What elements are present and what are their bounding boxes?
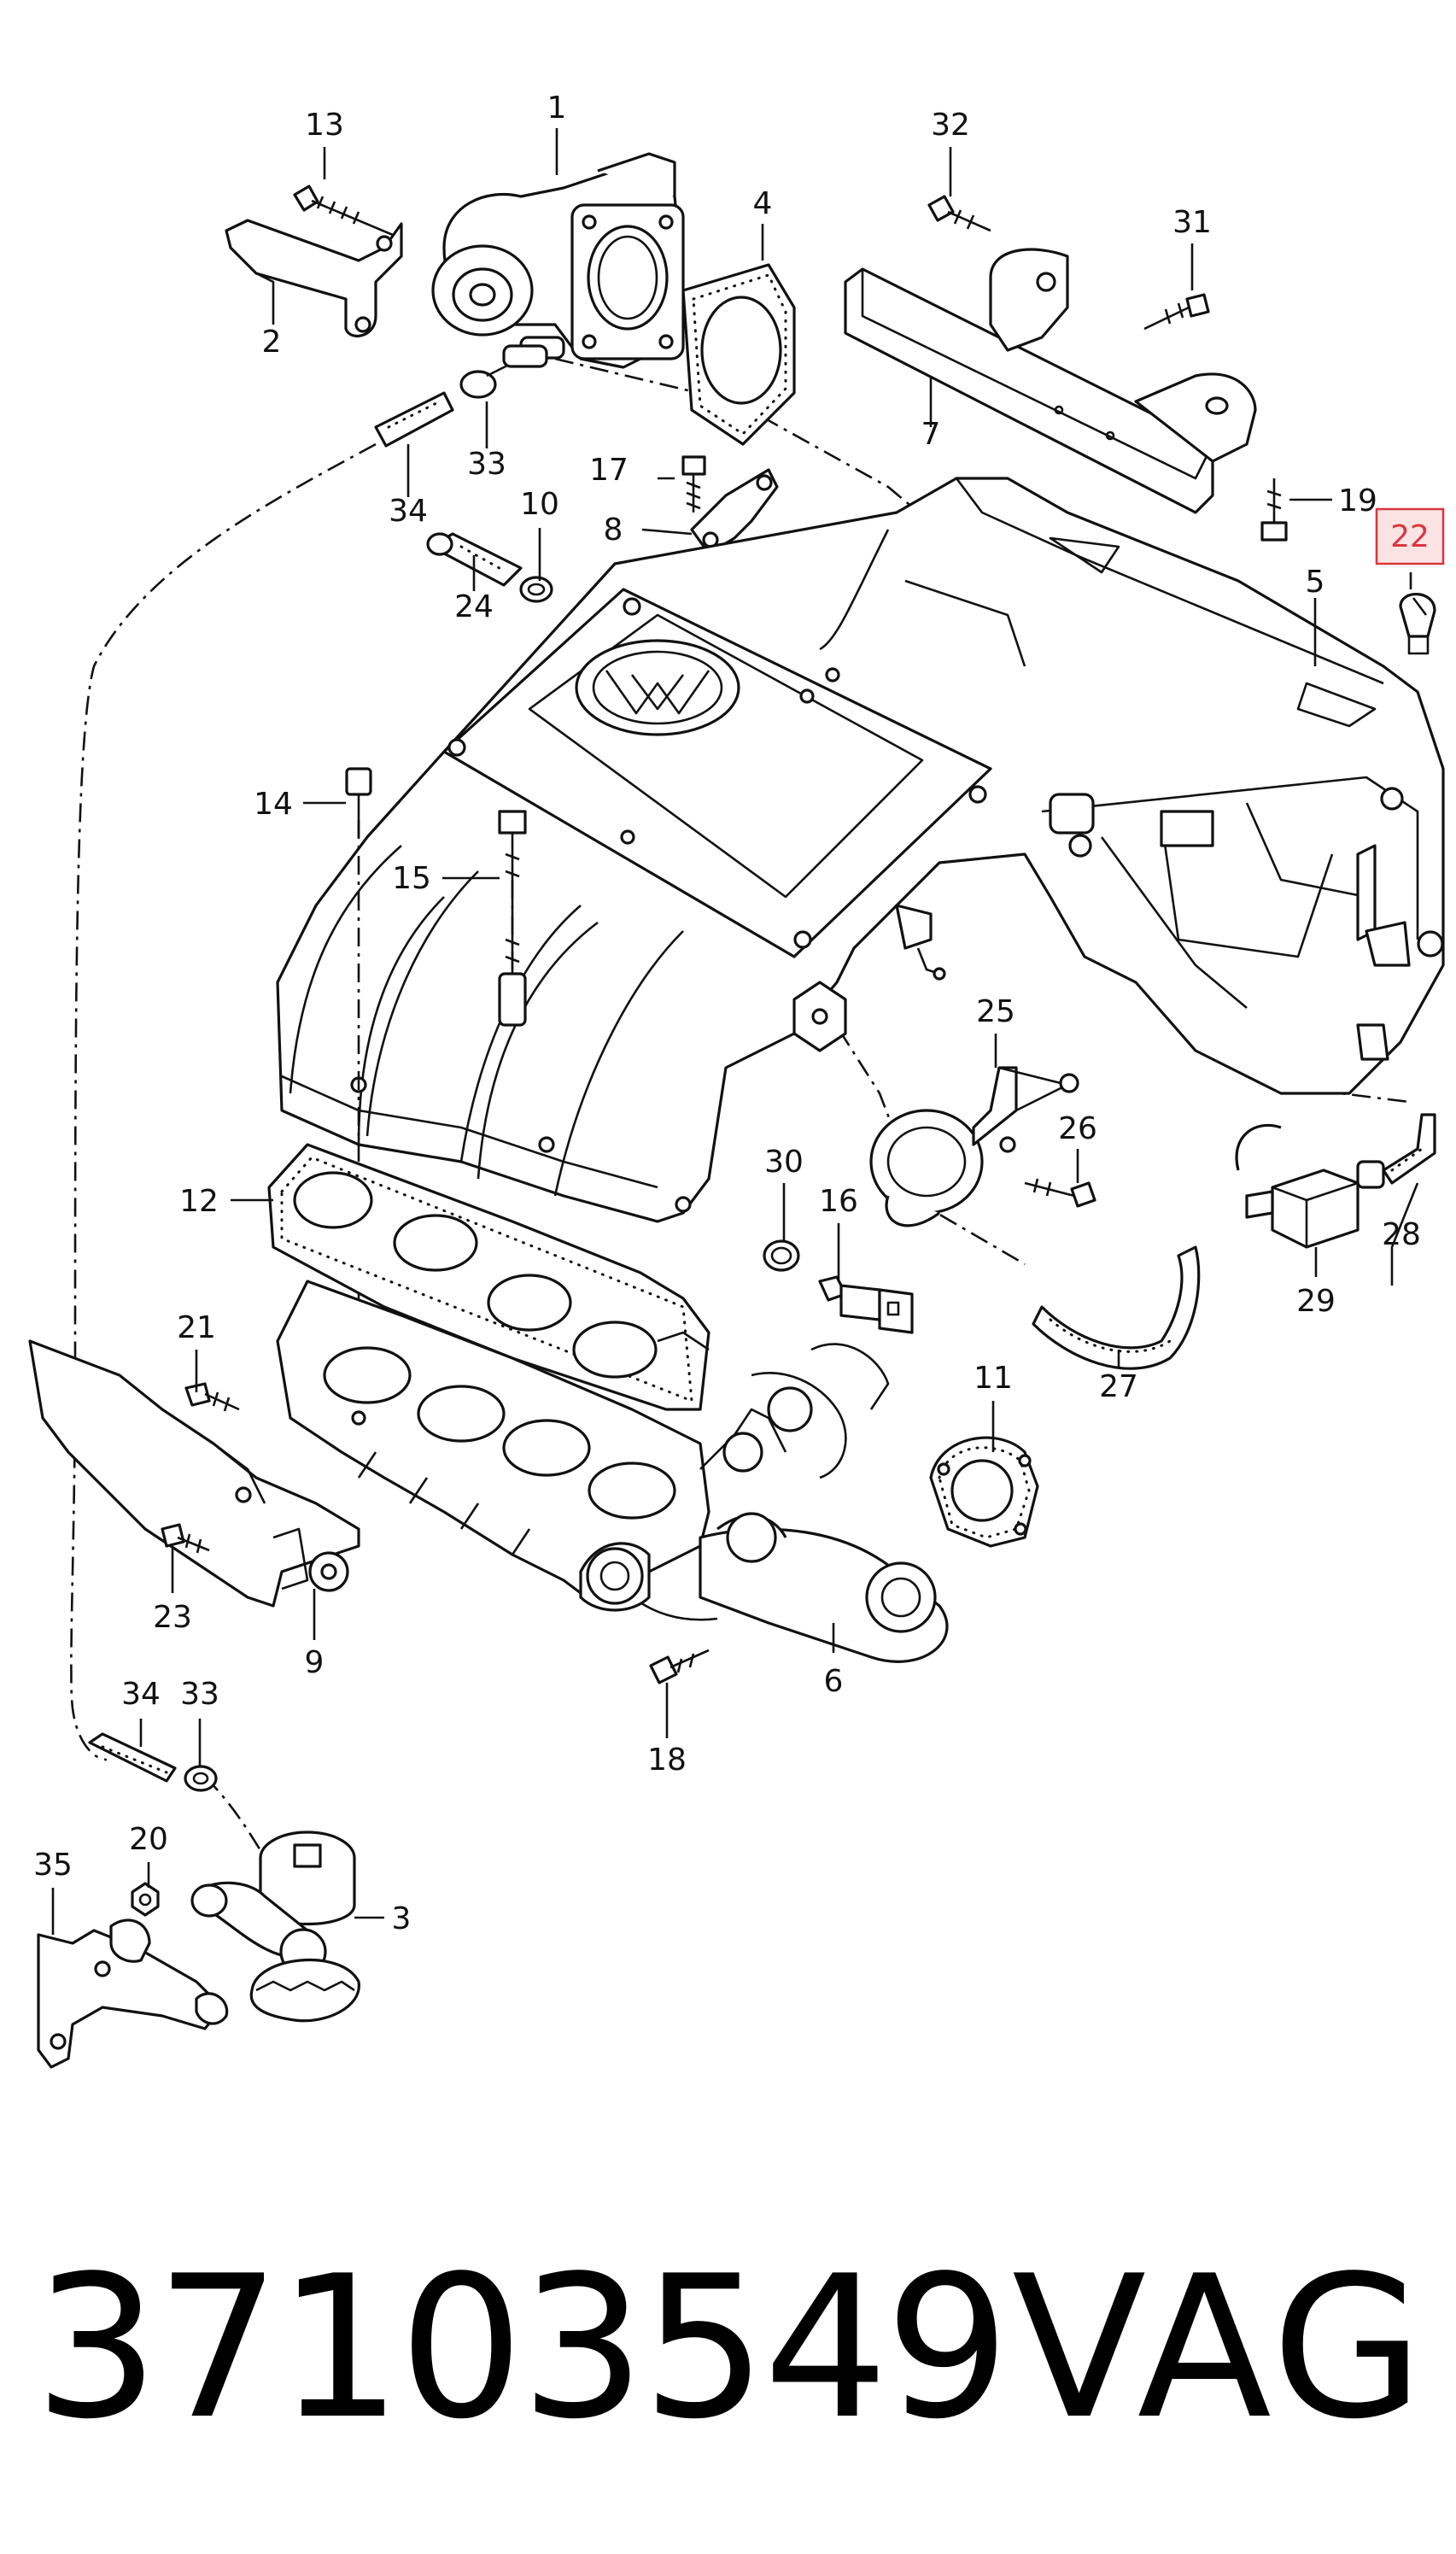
callout-24: 24 [454,589,494,624]
bolt-19 [1260,478,1288,542]
leader-lines [51,128,1419,1935]
callout-3: 3 [392,1901,412,1936]
gasket-4 [681,263,796,446]
callout-31: 31 [1172,205,1212,240]
oring-30 [763,1239,800,1272]
clamp-10 [519,576,553,603]
intake-manifold-upper [276,477,1445,1384]
callout-35: 35 [33,1848,73,1883]
callout-4: 4 [753,186,773,221]
hose-34-bottom [88,1732,177,1783]
gasket-12 [267,1143,710,1411]
callout-8: 8 [604,513,623,548]
callout-32: 32 [931,108,970,143]
callout-1: 1 [547,91,567,126]
callout-28: 28 [1382,1217,1421,1252]
highlight-box-22 [1375,507,1445,565]
callout-13: 13 [305,108,344,143]
bracket-35 [37,1918,229,2069]
bolt-26 [1024,1178,1096,1208]
hose-24 [426,532,523,587]
routing-line-left [70,442,377,1761]
callout-27: 27 [1099,1369,1138,1404]
callout-34-top: 34 [389,494,428,529]
bolt-31 [1143,293,1210,331]
callout-12: 12 [179,1184,219,1219]
valve-3 [190,1831,360,2023]
callout-20: 20 [129,1822,168,1857]
bolt-23 [161,1523,210,1554]
throttle-body [431,152,685,369]
hose-clamp-33-top [459,344,548,399]
callout-7: 7 [921,417,941,452]
callout-6: 6 [824,1664,844,1699]
callout-29: 29 [1296,1284,1336,1319]
actuator-25 [869,1066,1079,1227]
callout-33-bottom: 33 [180,1677,219,1712]
hose-27 [1032,1245,1201,1370]
callout-23: 23 [153,1600,192,1635]
callout-5: 5 [1306,565,1325,600]
callout-9: 9 [305,1645,325,1680]
exhaust-manifold-6 [276,1280,949,1663]
bracket-7 [844,248,1257,514]
clamp-33-bottom [184,1765,218,1792]
bolt-32 [927,195,991,232]
gasket-11 [929,1436,1039,1548]
callout-10: 10 [520,487,559,522]
clip-22 [1399,593,1436,655]
callout-21: 21 [177,1310,216,1345]
callout-26: 26 [1058,1111,1097,1146]
callout-25: 25 [976,994,1015,1029]
bolt-17 [681,455,706,513]
callout-34-bottom: 34 [121,1677,161,1712]
heat-shield-9 [28,1339,360,1608]
callout-30: 30 [764,1145,804,1180]
hose-28 [1382,1113,1436,1185]
callout-19: 19 [1338,483,1377,518]
sensor-16 [818,1275,914,1334]
callout-14: 14 [254,787,293,822]
footer: 37103549 VAG [0,2221,1456,2477]
routing-line-3 [204,1776,275,1872]
callout-15: 15 [392,861,431,896]
bolt-18 [649,1649,710,1684]
nut-20 [131,1882,160,1917]
callout-labels: 1 2 3 4 5 6 7 8 9 10 11 12 13 14 15 16 1… [33,91,1430,1936]
callout-16: 16 [819,1184,858,1219]
bolt-13 [293,185,394,237]
callout-22: 22 [1390,519,1430,554]
part-number: 37103549 [34,2235,1010,2463]
bolt-21 [184,1382,240,1412]
callout-18: 18 [647,1743,687,1778]
callout-33-top: 33 [467,447,506,482]
callout-17: 17 [589,453,629,488]
callout-2: 2 [262,325,282,360]
hose-34-top [374,391,454,448]
stud-15 [498,810,527,1027]
bolt-14 [345,767,372,837]
bracket-2 [225,219,403,337]
callout-11: 11 [974,1361,1013,1396]
valve-29 [1235,1123,1385,1249]
brand-name: VAG [1012,2235,1428,2463]
